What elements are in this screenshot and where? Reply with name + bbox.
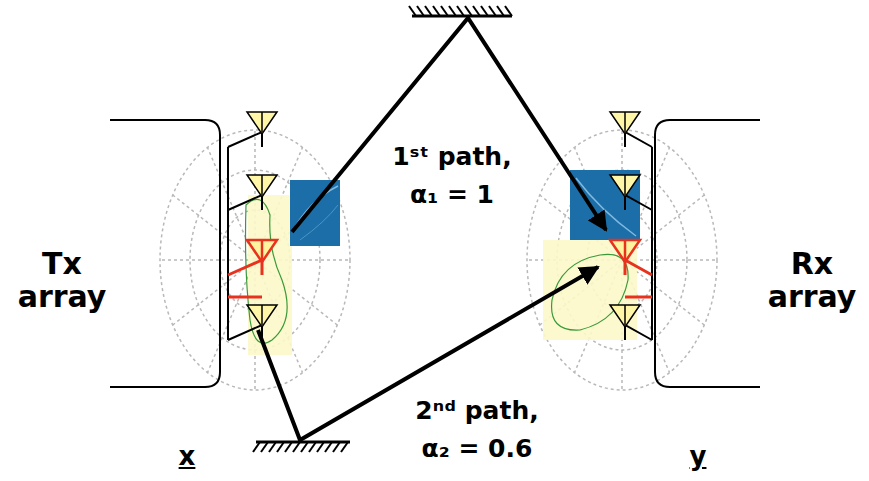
- array-title: Rx array: [764, 247, 860, 313]
- beam-contour: [300, 205, 338, 240]
- grid-spoke: [208, 260, 256, 373]
- antenna-symbol: [610, 305, 652, 340]
- hatch: [253, 442, 260, 452]
- antenna-symbol: [610, 240, 652, 275]
- antenna-symbol: [228, 112, 277, 147]
- hatch: [269, 442, 276, 452]
- tx-housing: [110, 120, 220, 387]
- hatch: [481, 6, 488, 16]
- hatch: [309, 442, 316, 452]
- beam-square: [290, 180, 340, 246]
- array-housing: Tx array: [12, 245, 112, 315]
- hatch: [497, 6, 504, 16]
- propagation-path: [292, 18, 606, 232]
- antenna-symbol: [610, 112, 652, 147]
- hatch: [425, 6, 432, 16]
- reflector-surface: [256, 441, 350, 444]
- hatch: [293, 442, 300, 452]
- antenna-symbol: [228, 240, 277, 275]
- grid-ring: [527, 130, 717, 390]
- signal-vector: y: [683, 440, 713, 472]
- hatch: [433, 6, 440, 16]
- array-title: Tx array: [14, 247, 110, 313]
- hatch: [317, 442, 324, 452]
- hatch: [341, 442, 348, 452]
- hatch: [333, 442, 340, 452]
- hatch: [473, 6, 480, 16]
- hatch: [409, 6, 416, 16]
- radiation-grid: [160, 130, 717, 390]
- ellipse-grid: [527, 130, 717, 390]
- reflector-symbol: [253, 6, 512, 452]
- antenna-symbol: [228, 305, 277, 340]
- array-housing: Rx array: [762, 245, 862, 315]
- hatch: [325, 442, 332, 452]
- hatch: [285, 442, 292, 452]
- hatch: [505, 6, 512, 16]
- grid-spoke: [173, 195, 255, 260]
- pattern-contour: [552, 254, 629, 330]
- pattern-contour: [246, 199, 288, 343]
- hatch: [301, 442, 308, 452]
- hatch: [489, 6, 496, 16]
- antenna-array: [228, 112, 652, 340]
- hatch: [261, 442, 268, 452]
- hatch: [417, 6, 424, 16]
- hatch: [277, 442, 284, 452]
- active-feed: [625, 296, 652, 299]
- hatch: [449, 6, 456, 16]
- hatch: [465, 6, 472, 16]
- signal-vector: x: [172, 440, 202, 472]
- feed-bus: [227, 147, 229, 340]
- active-feed: [228, 296, 262, 299]
- ellipse-grid: [160, 130, 350, 390]
- hatch: [441, 6, 448, 16]
- rx-housing: [655, 120, 760, 387]
- feed-bus: [651, 147, 653, 340]
- antenna-symbol: [228, 175, 277, 210]
- reflector-surface: [412, 15, 512, 18]
- grid-ring: [160, 130, 350, 390]
- antenna-symbol: [610, 175, 652, 210]
- grid-spoke: [160, 259, 255, 261]
- path-label: 1ˢᵗ path, α₁ = 1: [382, 138, 522, 214]
- path-label: 2ⁿᵈ path, α₂ = 0.6: [402, 392, 552, 468]
- hatch: [457, 6, 464, 16]
